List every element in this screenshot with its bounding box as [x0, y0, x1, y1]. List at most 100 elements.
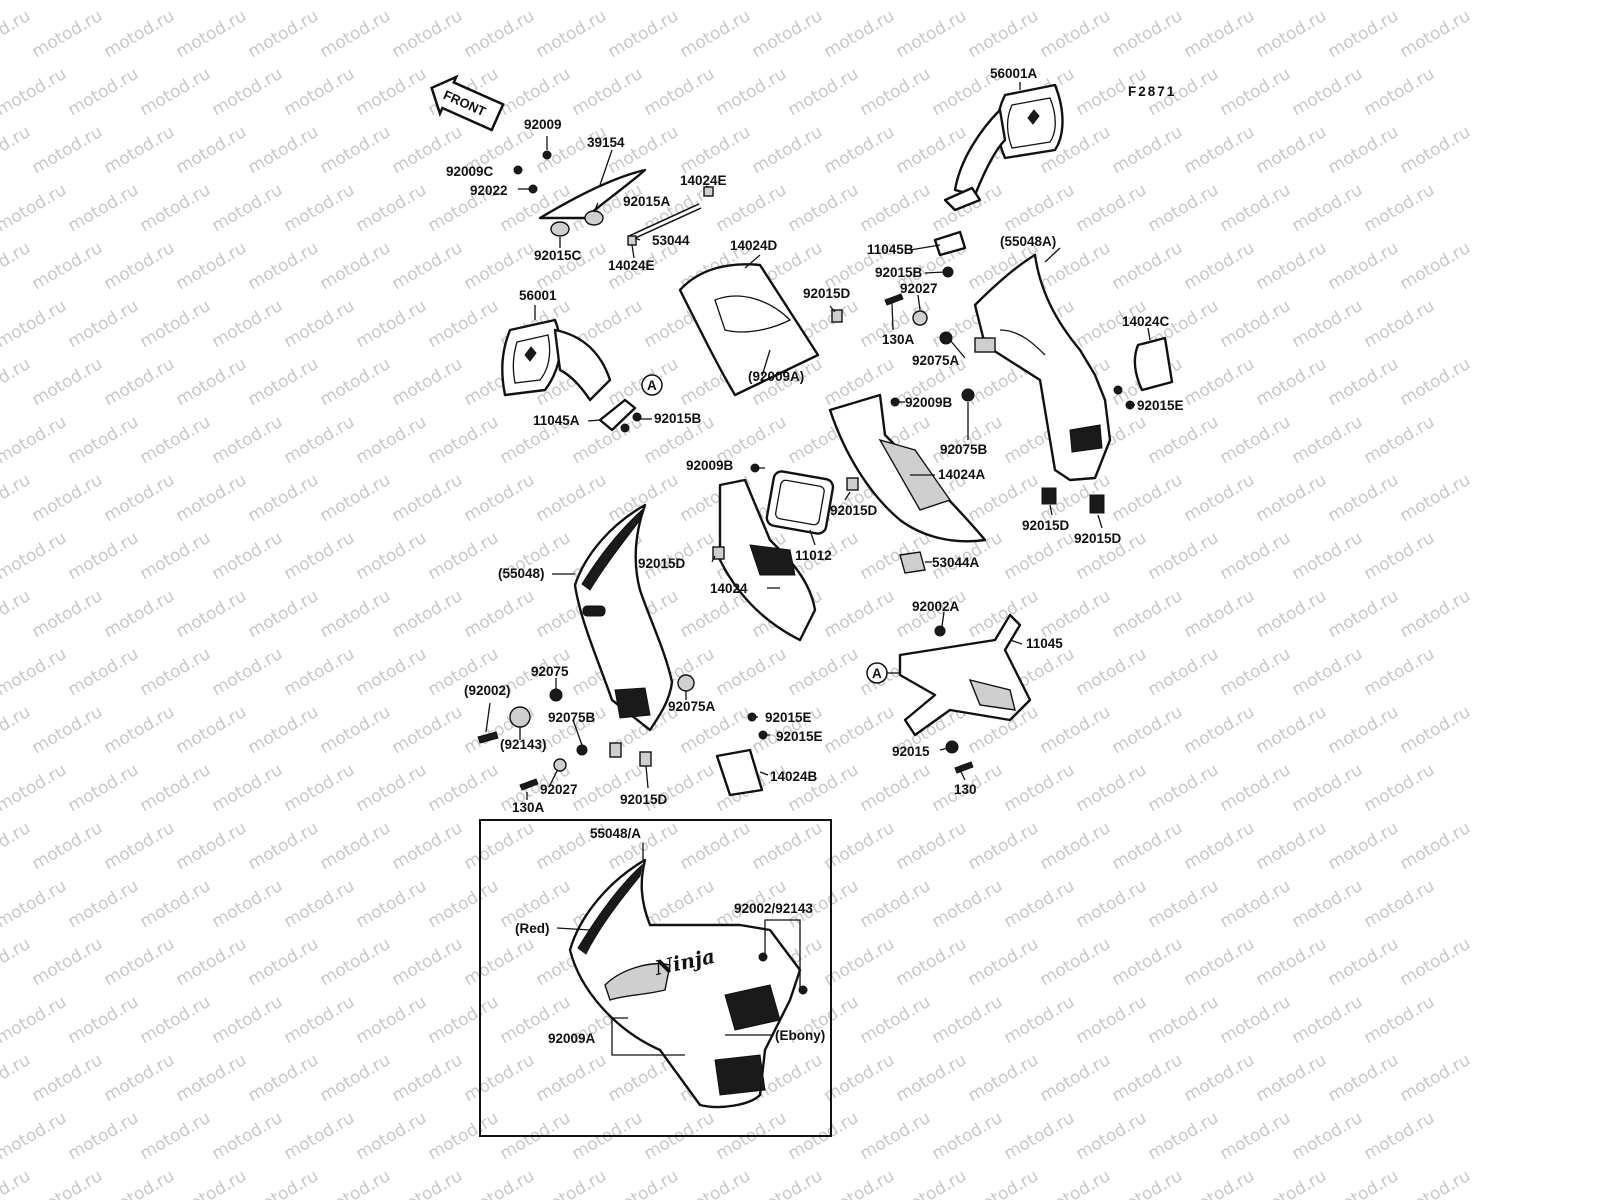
watermark-text: motod.ru	[137, 64, 215, 120]
watermark-text: motod.ru	[1109, 702, 1187, 758]
watermark-text: motod.ru	[857, 528, 935, 584]
callout-label: 92075B	[548, 710, 596, 725]
watermark-text: motod.ru	[389, 586, 467, 642]
fairing-left-stripe	[581, 508, 643, 591]
watermark-text: motod.ru	[209, 992, 287, 1048]
panel-14024C	[1133, 336, 1174, 392]
callout-label: 14024B	[770, 769, 818, 784]
fairing-right-55048A	[973, 253, 1112, 482]
watermark-text: motod.ru	[785, 644, 863, 700]
watermark-text: motod.ru	[65, 64, 143, 120]
watermark-text: motod.ru	[0, 470, 34, 526]
watermark-text: motod.ru	[749, 818, 827, 874]
watermark-text: motod.ru	[65, 412, 143, 468]
watermark-text: motod.ru	[65, 992, 143, 1048]
watermark-text: motod.ru	[137, 296, 215, 352]
watermark-text: motod.ru	[245, 470, 323, 526]
watermark-text: motod.ru	[425, 0, 503, 4]
callout-label: 14024	[710, 581, 748, 596]
watermark-text: motod.ru	[1253, 934, 1331, 990]
watermark-text: motod.ru	[857, 180, 935, 236]
watermark-text: motod.ru	[1253, 1166, 1331, 1200]
watermark-text: motod.ru	[1325, 470, 1403, 526]
nut-icon	[553, 758, 567, 772]
watermark-text: motod.ru	[821, 702, 899, 758]
clip-icon	[831, 309, 843, 323]
callout-label: 130A	[882, 332, 915, 347]
watermark-text: motod.ru	[1253, 238, 1331, 294]
watermark-text: motod.ru	[785, 64, 863, 120]
watermark-text: motod.ru	[0, 354, 34, 410]
nut-icon	[620, 423, 630, 433]
watermark-text: motod.ru	[1361, 180, 1439, 236]
watermark-text: motod.ru	[137, 0, 215, 4]
callout-label: 92015D	[638, 556, 686, 571]
watermark-text: motod.ru	[1397, 238, 1475, 294]
watermark-text: motod.ru	[1181, 1050, 1259, 1106]
fairing-left-badge	[582, 605, 606, 617]
watermark-text: motod.ru	[29, 1050, 107, 1106]
watermark-text: motod.ru	[0, 296, 70, 352]
watermark-text: motod.ru	[965, 1050, 1043, 1106]
watermark-text: motod.ru	[0, 238, 34, 294]
watermark-text: motod.ru	[29, 1166, 107, 1200]
watermark-text: motod.ru	[1253, 122, 1331, 178]
watermark-text: motod.ru	[353, 412, 431, 468]
watermark-text: motod.ru	[281, 876, 359, 932]
watermark-text: motod.ru	[317, 934, 395, 990]
watermark-text: motod.ru	[137, 180, 215, 236]
watermark-text: motod.ru	[65, 296, 143, 352]
watermark-text: motod.ru	[821, 6, 899, 62]
watermark-text: motod.ru	[893, 1166, 971, 1200]
bolt-icon	[884, 293, 904, 306]
watermark-text: motod.ru	[101, 6, 179, 62]
watermark-text: motod.ru	[1361, 528, 1439, 584]
callout-label: 92027	[900, 281, 938, 296]
watermark-text: motod.ru	[641, 0, 719, 4]
watermark-text: motod.ru	[1397, 122, 1475, 178]
watermark-text: motod.ru	[1145, 644, 1223, 700]
watermark-text: motod.ru	[0, 934, 34, 990]
watermark-text: motod.ru	[1109, 122, 1187, 178]
clip-icon	[609, 742, 622, 758]
watermark-text: motod.ru	[353, 992, 431, 1048]
watermark-text: motod.ru	[605, 1166, 683, 1200]
watermark-text: motod.ru	[749, 1166, 827, 1200]
fairing-right-vent	[1069, 424, 1103, 453]
watermark-text: motod.ru	[209, 296, 287, 352]
watermark-text: motod.ru	[1325, 702, 1403, 758]
clip-icon	[1089, 494, 1105, 514]
watermark-text: motod.ru	[281, 1108, 359, 1164]
watermark-text: motod.ru	[29, 470, 107, 526]
callout-label: 92015D	[1022, 518, 1070, 533]
watermark-text: motod.ru	[641, 760, 719, 816]
watermark-text: motod.ru	[65, 180, 143, 236]
watermark-text: motod.ru	[929, 412, 1007, 468]
callout-label: 53044A	[932, 555, 980, 570]
watermark-text: motod.ru	[821, 1166, 899, 1200]
watermark-text: motod.ru	[1217, 760, 1295, 816]
watermark-text: motod.ru	[1037, 6, 1115, 62]
watermark-text: motod.ru	[1325, 238, 1403, 294]
callout-label: 92015D	[1074, 531, 1122, 546]
panel-14024B	[715, 748, 764, 797]
watermark-text: motod.ru	[1397, 934, 1475, 990]
watermark-text: motod.ru	[749, 122, 827, 178]
watermark-text: motod.ru	[713, 0, 791, 4]
watermark-text: motod.ru	[101, 122, 179, 178]
watermark-text: motod.ru	[101, 818, 179, 874]
watermark-text: motod.ru	[65, 528, 143, 584]
watermark-text: motod.ru	[101, 470, 179, 526]
watermark-text: motod.ru	[137, 992, 215, 1048]
watermark-text: motod.ru	[317, 122, 395, 178]
watermark-text: motod.ru	[965, 818, 1043, 874]
watermark-text: motod.ru	[0, 1108, 70, 1164]
washer-icon	[509, 706, 531, 728]
clip-icon	[712, 546, 725, 560]
watermark-text: motod.ru	[353, 876, 431, 932]
watermark-text: motod.ru	[281, 992, 359, 1048]
watermark-text: motod.ru	[1289, 528, 1367, 584]
watermark-text: motod.ru	[461, 470, 539, 526]
watermark-text: motod.ru	[425, 876, 503, 932]
watermark-text: motod.ru	[965, 1166, 1043, 1200]
